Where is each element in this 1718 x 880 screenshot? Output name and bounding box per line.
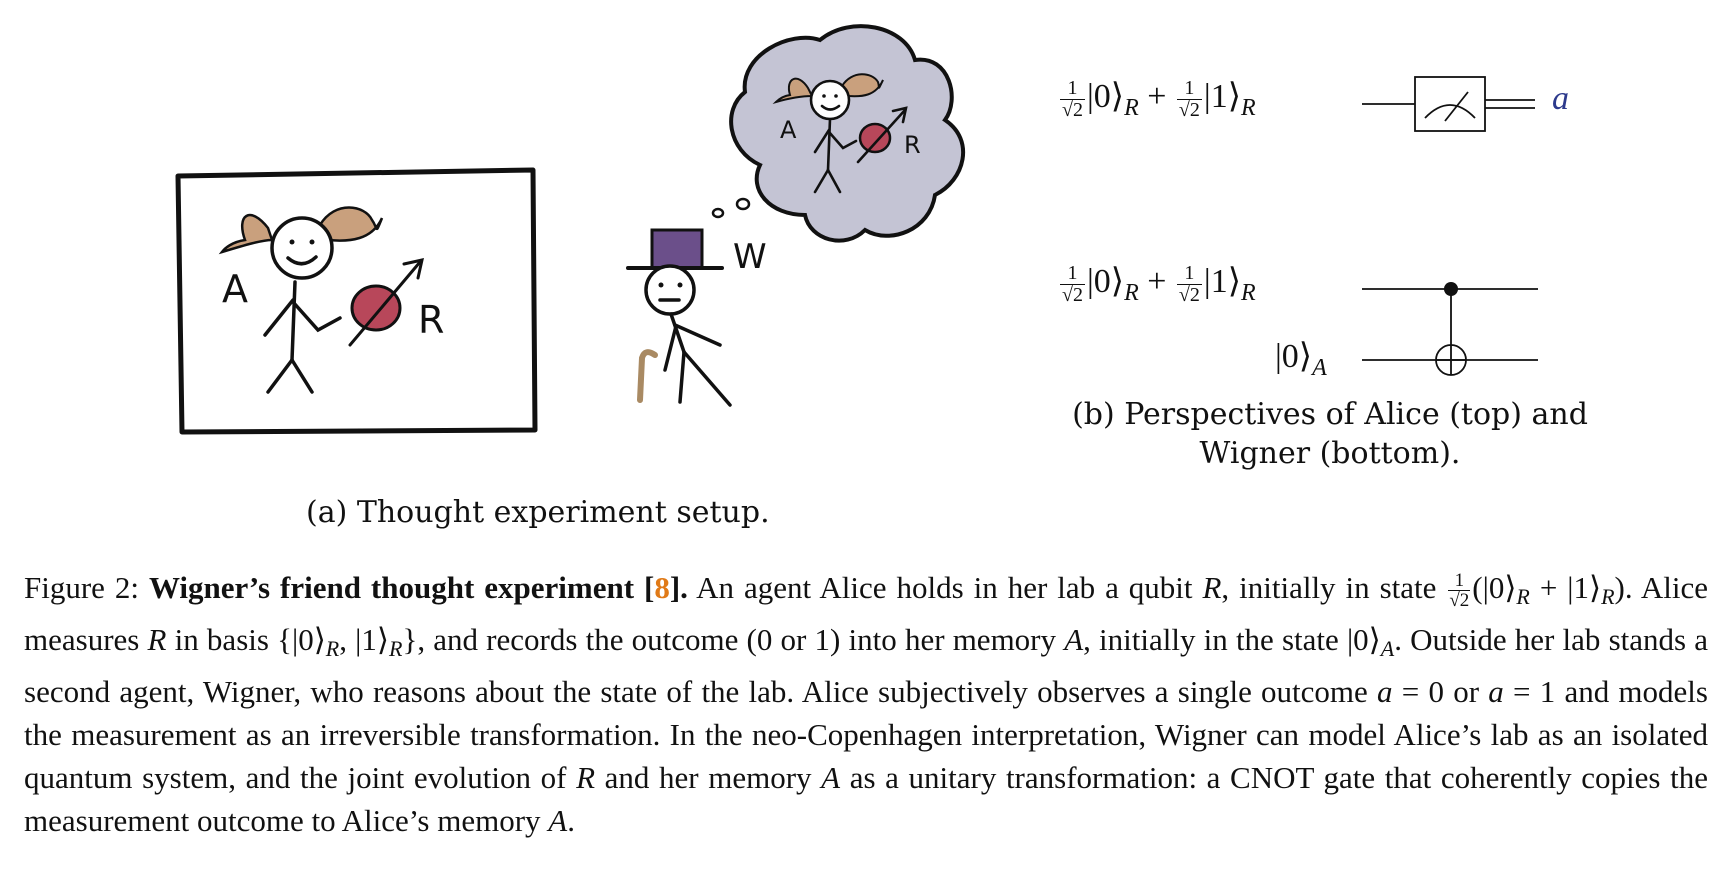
thought-dot-small — [711, 207, 725, 219]
caption-title: Wigner’s friend thought experiment — [148, 570, 635, 605]
lab-box — [175, 167, 538, 435]
label-qubit: R — [418, 298, 444, 342]
measurement-meter — [1424, 104, 1476, 119]
alice-hair-right — [318, 206, 384, 242]
top-circuit-state: 1√2|0⟩R + 1√2|1⟩R — [1060, 76, 1256, 121]
citation-link[interactable]: 8 — [654, 570, 670, 605]
label-wigner: W — [733, 237, 767, 277]
wigner-figure — [626, 228, 732, 407]
qubit-in-thought — [856, 106, 908, 164]
alice-figure — [218, 206, 384, 394]
thought-dot-medium — [735, 197, 751, 211]
qubit-in-lab — [348, 258, 424, 347]
alice-hair-left — [218, 214, 274, 255]
thought-experiment-illustration: A R W A R — [175, 24, 1538, 435]
subfigure-b-caption: (b) Perspectives of Alice (top) and Wign… — [1072, 397, 1588, 471]
measurement-box — [1414, 76, 1486, 132]
memory-state: |0⟩A — [1275, 338, 1327, 381]
bottom-circuit-state: 1√2|0⟩R + 1√2|1⟩R — [1060, 261, 1256, 306]
label-thought-qubit: R — [904, 131, 921, 159]
wigner-hat — [650, 228, 704, 270]
thought-cloud — [729, 24, 965, 243]
alice-in-thought — [772, 73, 884, 194]
wigner-cane — [637, 349, 658, 403]
measurement-output-label: a — [1552, 80, 1569, 117]
figure-caption: Figure 2: Wigner’s friend thought experi… — [24, 570, 1709, 838]
label-thought-alice: A — [780, 116, 797, 144]
alice-head — [270, 216, 334, 280]
wigner-head — [644, 264, 696, 316]
subfigure-a-caption: (a) Thought experiment setup. — [306, 495, 770, 530]
label-alice: A — [222, 267, 248, 311]
